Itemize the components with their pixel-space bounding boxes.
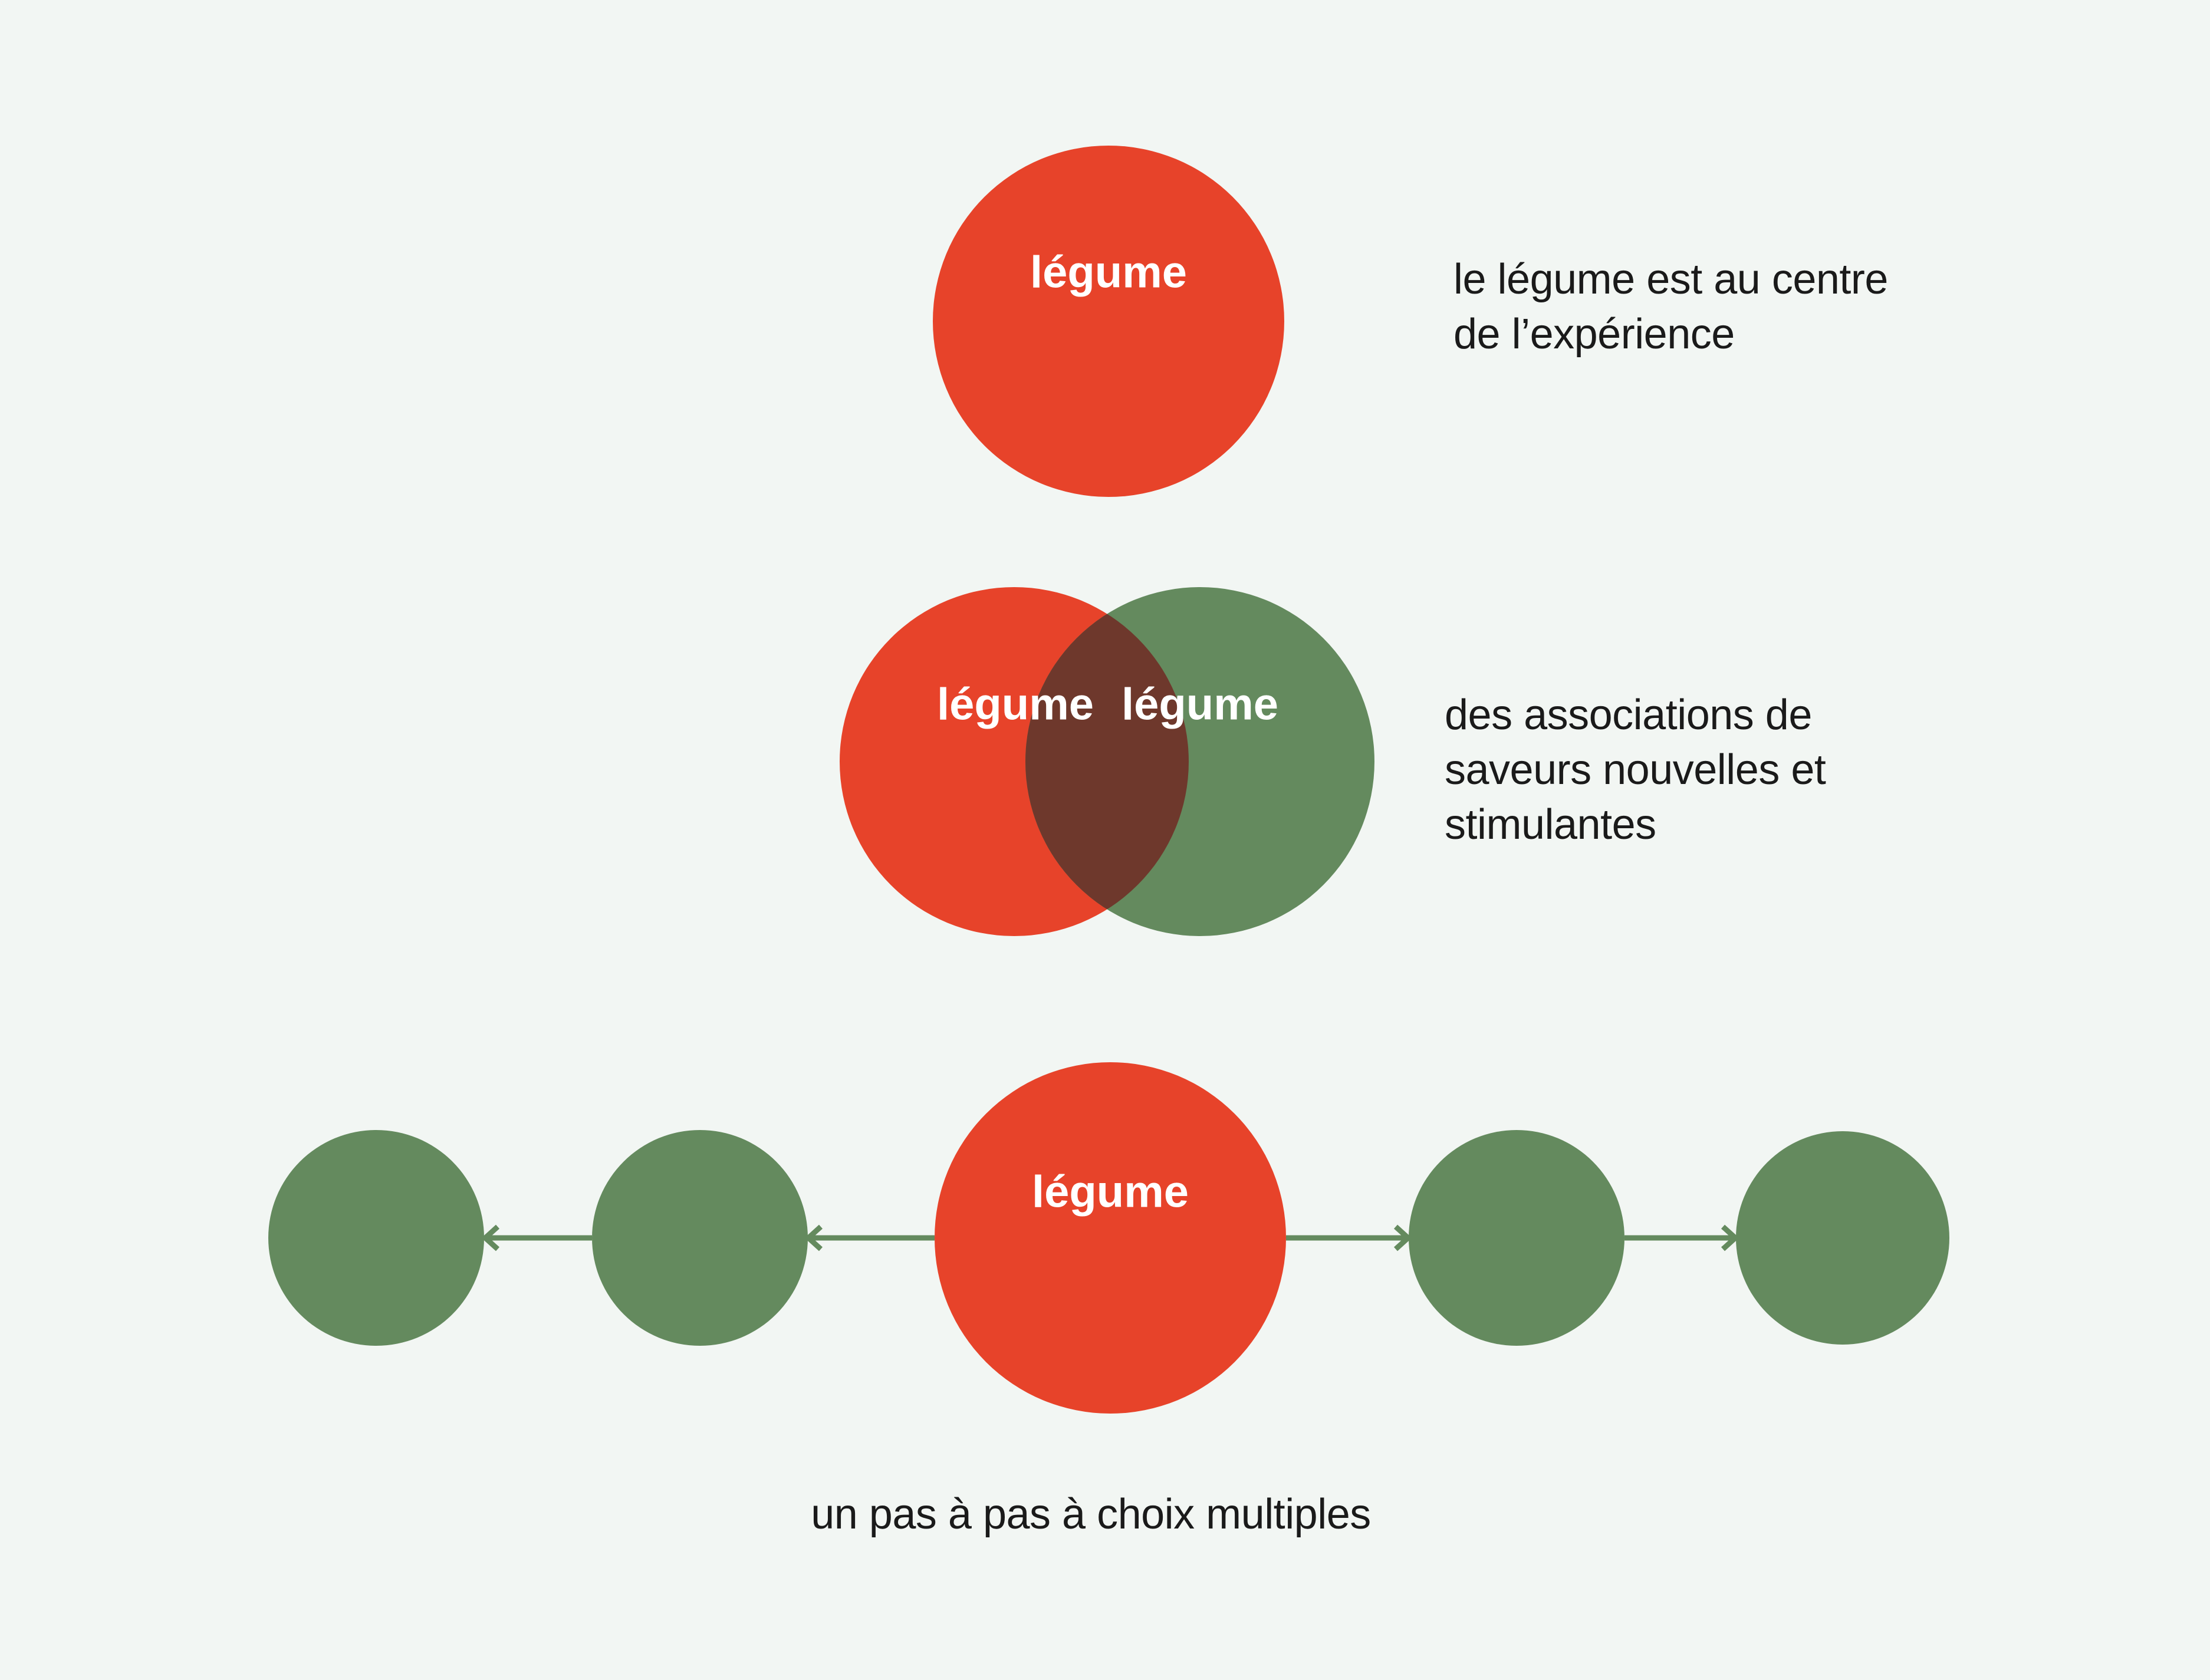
flow-caption: un pas à pas à choix multiples [811, 1491, 1371, 1538]
top-caption: le légume est au centre de l’expérience [1453, 252, 1888, 362]
flow-row [268, 1062, 1949, 1414]
venn-right-label: légume [1121, 679, 1279, 730]
top-legume-circle [933, 146, 1284, 497]
flow-arrow-right-inner [1286, 1224, 1412, 1251]
venn-overlap-region [1025, 587, 1189, 936]
flow-green-circle-2 [592, 1130, 808, 1346]
flow-green-circle-4 [1736, 1131, 1949, 1345]
arrowhead-left-icon [481, 1224, 500, 1251]
venn-left-label: légume [936, 679, 1094, 730]
flow-green-circle-3 [1409, 1130, 1624, 1346]
flow-circle-label: légume [1031, 1167, 1189, 1217]
arrowhead-right-icon [1721, 1224, 1739, 1251]
caption-line: des associations de [1445, 691, 1812, 739]
flow-arrow-right-outer [1624, 1224, 1739, 1251]
caption-line: de l’expérience [1453, 311, 1735, 358]
flow-arrow-left-outer [481, 1224, 592, 1251]
arrowhead-left-icon [804, 1224, 823, 1251]
flow-arrow-left-inner [804, 1224, 935, 1251]
caption-line: stimulantes [1445, 801, 1656, 848]
arrowhead-right-icon [1393, 1224, 1412, 1251]
flow-green-circle-1 [268, 1130, 484, 1346]
flow-legume-circle [935, 1062, 1286, 1414]
caption-line: le légume est au centre [1453, 256, 1888, 303]
venn-caption: des associations de saveurs nouvelles et… [1445, 688, 1826, 852]
top-circle-label: légume [1030, 247, 1188, 298]
caption-line: saveurs nouvelles et [1445, 746, 1826, 793]
